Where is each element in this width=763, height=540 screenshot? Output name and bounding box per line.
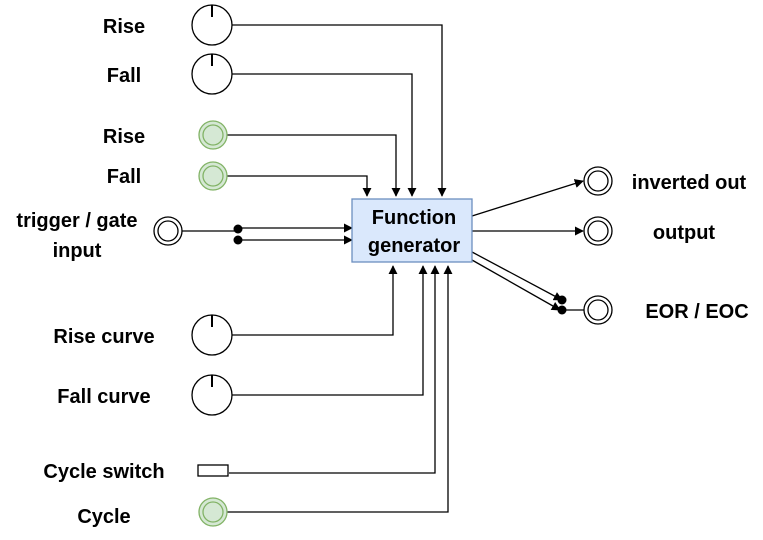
output-label: output [653, 222, 716, 244]
fall-cv-label: Fall [107, 166, 141, 188]
output-jack[interactable] [583, 216, 613, 246]
fall-knob[interactable] [191, 53, 233, 95]
connectors [182, 24, 585, 513]
cycle-wire [227, 265, 453, 513]
rise-cv-label: Rise [103, 126, 145, 148]
fall-knob-wire [232, 73, 417, 197]
eor-eoc-label: EOR / EOC [645, 301, 748, 323]
eor-junction-dot [557, 295, 567, 305]
eor-junction-dot [557, 305, 567, 315]
eor-wire-top [471, 251, 563, 301]
fall-curve-knob[interactable] [191, 374, 233, 416]
eor-wire-bottom [471, 259, 561, 311]
rise-knob-label: Rise [103, 16, 145, 38]
fall-curve-wire [232, 265, 428, 396]
fall-knob-label: Fall [107, 65, 141, 87]
function-generator-block [351, 198, 473, 263]
cycle-cv-jack[interactable] [198, 497, 228, 527]
fall-cv-wire [227, 175, 372, 197]
rise-curve-knob[interactable] [191, 314, 233, 356]
eor-eoc-jack[interactable] [583, 295, 613, 325]
rise-curve-wire [232, 265, 398, 336]
inverted-out-wire [471, 179, 584, 217]
cycle-switch-label: Cycle switch [43, 461, 164, 483]
cycle-switch[interactable] [197, 464, 229, 477]
function-generator-label-line1: Function [372, 207, 456, 229]
trigger-label-line2: input [53, 240, 102, 262]
rise-curve-label: Rise curve [53, 326, 154, 348]
inverted-out-label: inverted out [632, 172, 747, 194]
function-generator-label-line2: generator [368, 235, 460, 257]
rise-knob-wire [232, 24, 447, 197]
trigger-input-jack[interactable] [153, 216, 183, 246]
trigger-junction-dot [233, 235, 243, 245]
rise-knob[interactable] [191, 4, 233, 46]
rise-cv-jack[interactable] [198, 120, 228, 150]
inverted-out-jack[interactable] [583, 166, 613, 196]
fall-cv-jack[interactable] [198, 161, 228, 191]
fall-curve-label: Fall curve [57, 386, 150, 408]
trigger-junction-dot [233, 224, 243, 234]
cycle-switch-wire [229, 265, 440, 474]
rise-cv-wire [227, 134, 401, 197]
trigger-label-line1: trigger / gate [16, 210, 137, 232]
cycle-label: Cycle [77, 506, 130, 528]
